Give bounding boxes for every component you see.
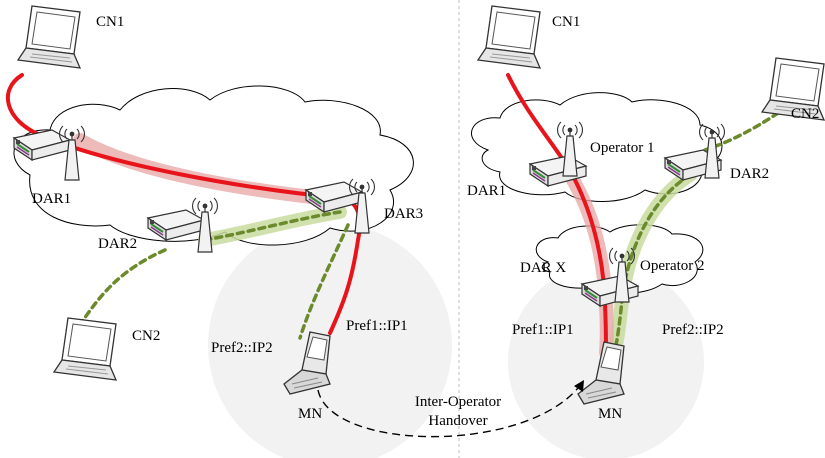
left-panel: CN1 DAR1 DAR2 DAR3 CN2 Pref2::IP2 Pref1:… bbox=[5, 5, 452, 458]
handover-arrowhead bbox=[574, 380, 584, 392]
operator2-label: Operator 2 bbox=[640, 258, 705, 274]
handover-label-line1: Inter-Operator bbox=[415, 394, 501, 410]
active-path-cn1-mn bbox=[5, 73, 362, 335]
alt-path-cn2-dar2 bbox=[78, 248, 167, 327]
operator1-label: Operator 1 bbox=[590, 140, 655, 156]
mn-label-right: MN bbox=[598, 406, 622, 422]
darx-label: DAR X bbox=[520, 260, 566, 276]
pref2-label-left: Pref2::IP2 bbox=[211, 340, 273, 356]
right-panel: CN1 Operator 1 DAR1 DAR2 CN2 DAR X Opera… bbox=[467, 5, 825, 458]
pref1-label-right: Pref1::IP1 bbox=[512, 322, 574, 338]
pref2-label-right: Pref2::IP2 bbox=[662, 322, 724, 338]
active-path-cn1-mn-right bbox=[506, 73, 608, 354]
dar2-label-right: DAR2 bbox=[730, 166, 769, 182]
laptop-icon-cn2-left bbox=[53, 317, 117, 381]
alt-path-dar2-dar3 bbox=[203, 210, 342, 242]
laptop-icon-cn1-left bbox=[17, 5, 81, 69]
cn1-label-right: CN1 bbox=[552, 14, 580, 30]
cn1-label-left: CN1 bbox=[96, 14, 124, 30]
mn-label-left: MN bbox=[298, 406, 322, 422]
alt-path-dar3-mn bbox=[298, 223, 350, 340]
handover-arrow: Inter-Operator Handover bbox=[317, 380, 584, 438]
alt-path-dar2-mn bbox=[614, 173, 692, 347]
dar2-label-left: DAR2 bbox=[98, 236, 137, 252]
handover-arc bbox=[317, 387, 579, 438]
cn2-label-left: CN2 bbox=[132, 328, 160, 344]
laptop-icon-cn1-right bbox=[477, 5, 541, 69]
handover-label-line2: Handover bbox=[428, 413, 487, 429]
pref1-label-left: Pref1::IP1 bbox=[346, 318, 408, 334]
operator2-cloud bbox=[535, 224, 704, 294]
dar1-label-right: DAR1 bbox=[467, 183, 506, 199]
dar3-label-left: DAR3 bbox=[384, 206, 423, 222]
dar1-label-left: DAR1 bbox=[32, 191, 71, 207]
cn2-label-right: CN2 bbox=[791, 106, 819, 122]
